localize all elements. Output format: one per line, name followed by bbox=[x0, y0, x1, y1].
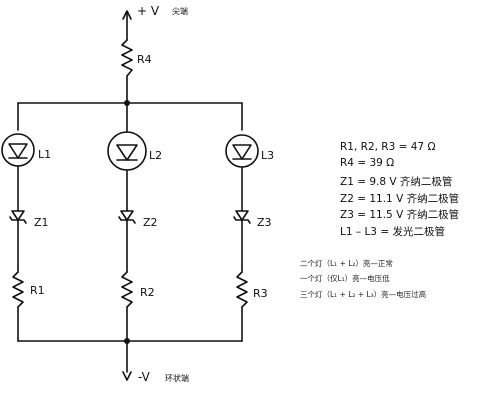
r4-resistor bbox=[121, 39, 133, 77]
l1-led-triangle bbox=[8, 143, 28, 159]
z2-zener-triangle bbox=[120, 210, 134, 221]
note-low-voltage: 一个灯（仅L₁）亮—电压低 bbox=[300, 274, 390, 283]
z3-zener-triangle bbox=[235, 210, 249, 221]
note-normal: 二个灯（L₁ + L₂）亮—正常 bbox=[300, 259, 393, 268]
top-terminal-label: + V bbox=[137, 4, 160, 18]
l3-led-triangle bbox=[232, 144, 252, 160]
spec-leds: L1 – L3 = 发光二极管 bbox=[340, 226, 445, 238]
junction-bottom bbox=[124, 338, 130, 344]
l3-label: L3 bbox=[261, 149, 275, 162]
spec-r4: R4 = 39 Ω bbox=[340, 157, 395, 169]
r3-resistor bbox=[236, 271, 248, 308]
top-terminal-note: 尖端 bbox=[172, 7, 188, 16]
spec-z3: Z3 = 11.5 V 齐纳二极管 bbox=[340, 209, 460, 221]
z3-label: Z3 bbox=[257, 216, 272, 229]
r3-label: R3 bbox=[253, 287, 268, 300]
l2-led-body bbox=[107, 131, 147, 171]
r2-resistor bbox=[121, 271, 133, 308]
spec-z1: Z1 = 9.8 V 齐纳二极管 bbox=[340, 176, 453, 188]
spec-z2: Z2 = 11.1 V 齐纳二极管 bbox=[340, 193, 460, 205]
z1-zener-triangle bbox=[11, 210, 25, 221]
r4-label: R4 bbox=[137, 53, 152, 66]
r1-label: R1 bbox=[30, 284, 45, 297]
junction-top bbox=[124, 100, 130, 106]
bottom-terminal-note: 环状端 bbox=[165, 374, 189, 383]
l3-led-body bbox=[225, 134, 259, 168]
l2-led-triangle bbox=[116, 144, 138, 161]
l2-label: L2 bbox=[149, 149, 163, 162]
top-terminal-arrow bbox=[122, 10, 132, 20]
r2-label: R2 bbox=[140, 286, 155, 299]
z2-label: Z2 bbox=[143, 216, 158, 229]
r1-resistor bbox=[12, 271, 24, 308]
spec-resistors: R1, R2, R3 = 47 Ω bbox=[340, 141, 436, 153]
bottom-terminal-arrow bbox=[122, 371, 132, 381]
bottom-terminal-label: -V bbox=[138, 370, 150, 384]
l1-label: L1 bbox=[38, 148, 52, 161]
note-high-voltage: 三个灯（L₁ + L₂ + L₃）亮—电压过高 bbox=[300, 290, 427, 299]
l1-led-body bbox=[1, 133, 35, 167]
z1-label: Z1 bbox=[34, 216, 49, 229]
